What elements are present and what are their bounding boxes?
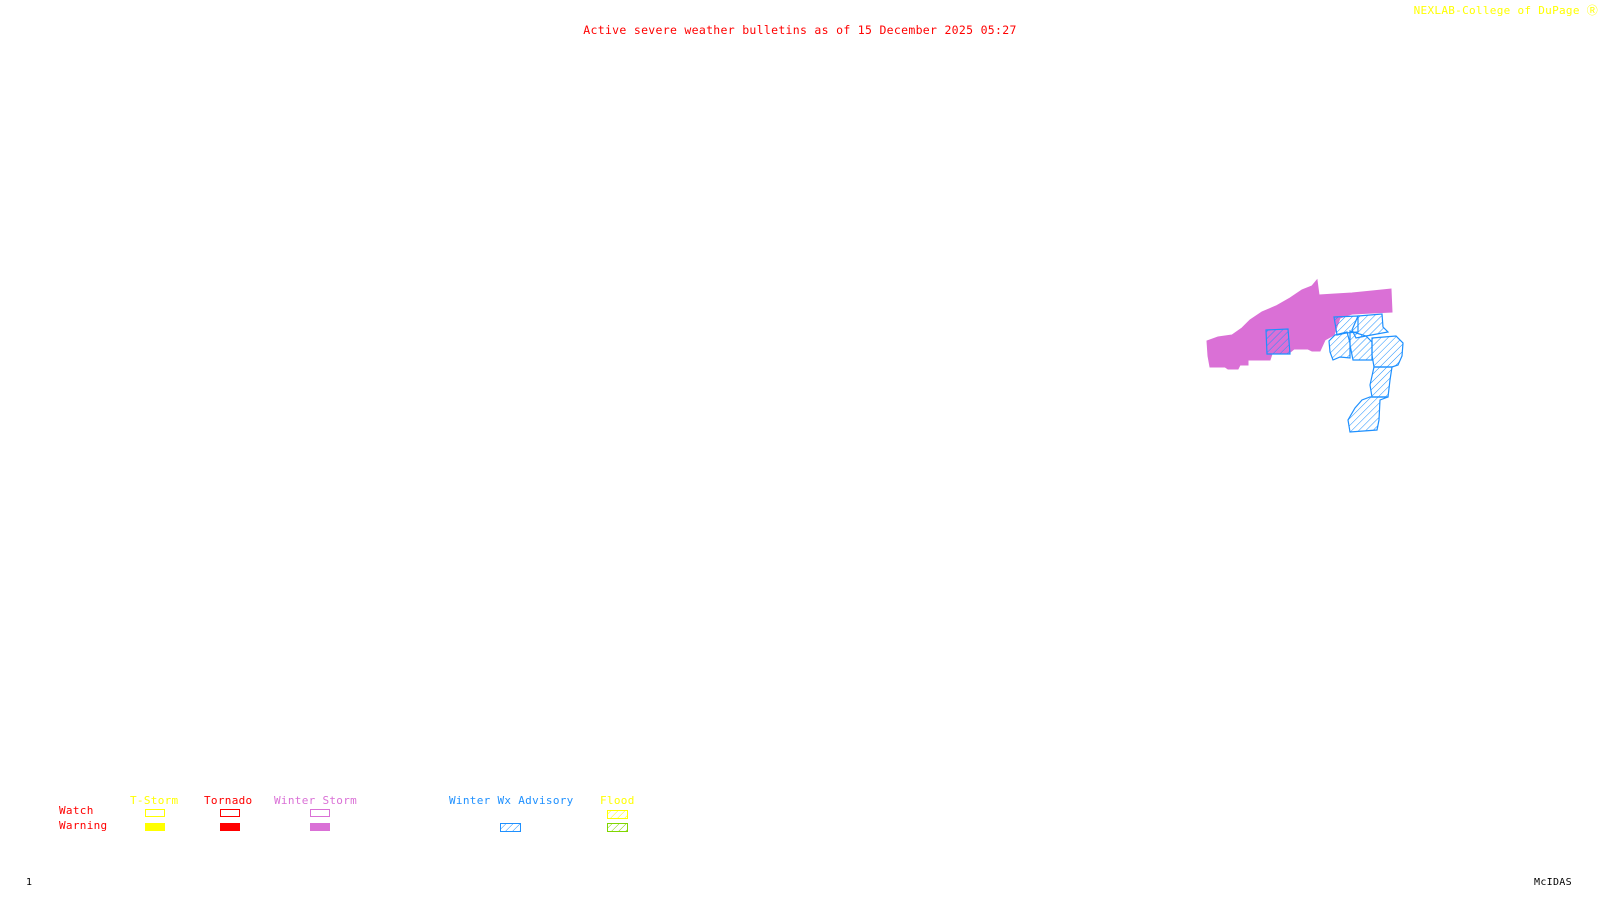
tstorm-watch-swatch [145, 809, 165, 817]
credit-label: NEXLAB-College of DuPage Ⓡ [1413, 4, 1598, 17]
tstorm-warning-swatch [145, 823, 165, 831]
frame-number: 1 [26, 877, 33, 888]
legend-tstorm-label: T-Storm [130, 794, 179, 807]
mcidas-brand: McIDAS [1534, 877, 1572, 888]
legend-winter-storm-label: Winter Storm [274, 794, 358, 807]
advisory-county[interactable] [1349, 330, 1373, 361]
tornado-warning-swatch [220, 823, 240, 831]
winter-wx-advisory-areas [1265, 313, 1404, 433]
legend-winter-wx-advisory-label: Winter Wx Advisory [449, 794, 574, 807]
winter-storm-warning-swatch [310, 823, 330, 831]
legend-watch-label: Watch [59, 804, 94, 817]
bulletin-title: Active severe weather bulletins as of 15… [583, 23, 1017, 37]
winter-storm-watch-swatch [310, 809, 330, 817]
advisory-county[interactable] [1371, 335, 1404, 368]
legend-tornado-label: Tornado [204, 794, 253, 807]
advisory-county[interactable] [1347, 396, 1389, 433]
legend-flood-label: Flood [600, 794, 635, 807]
advisory-county[interactable] [1369, 366, 1393, 398]
legend-warning-label: Warning [59, 819, 108, 832]
advisory-county[interactable] [1265, 328, 1291, 355]
tornado-watch-swatch [220, 809, 240, 817]
advisory-county[interactable] [1328, 331, 1351, 361]
